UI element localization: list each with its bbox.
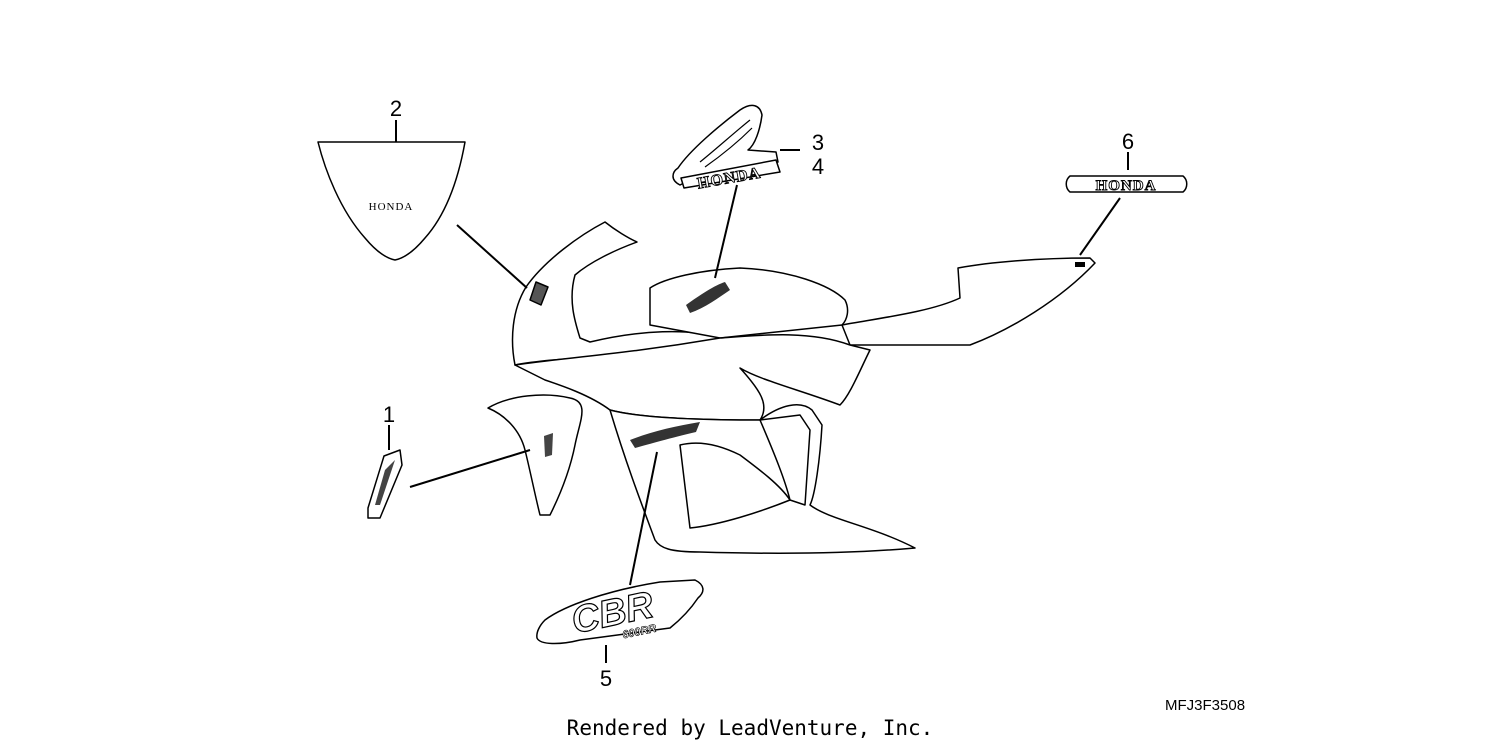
windscreen-decal-text: HONDA [369, 201, 414, 213]
windscreen-decal-part[interactable]: HONDA [317, 141, 466, 261]
callout-5: 5 [600, 666, 612, 691]
tail-logo-decal-part[interactable]: HONDA [1065, 175, 1188, 194]
callout-numbers: 2 3 4 6 1 5 [383, 96, 1134, 691]
motorcycle-fairing-outline [487, 221, 1096, 554]
callout-3: 3 [812, 130, 824, 155]
callout-1b: 1 [383, 402, 395, 427]
leader-lines [388, 120, 1129, 663]
callout-6: 6 [1122, 129, 1134, 154]
footer-credit: Rendered by LeadVenture, Inc. [566, 716, 934, 740]
part-code-label: MFJ3F3508 [1165, 697, 1246, 714]
fork-stripe-decal-part[interactable] [367, 449, 403, 519]
cbr-logo-decal-part[interactable]: CBR 600RR [536, 579, 704, 645]
wing-logo-decal-part[interactable]: HONDA [672, 104, 781, 193]
tail-logo-text: HONDA [1096, 178, 1157, 194]
callout-1: 2 [390, 96, 402, 121]
callout-4: 4 [812, 154, 824, 179]
